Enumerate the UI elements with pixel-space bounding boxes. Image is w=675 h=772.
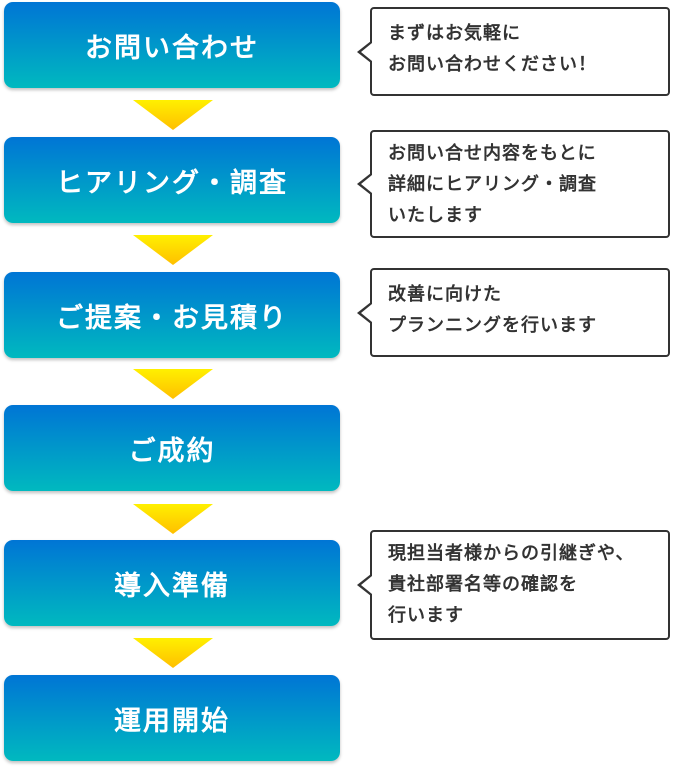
step-operation: 運用開始 bbox=[4, 675, 340, 761]
step-contract: ご成約 bbox=[4, 405, 340, 491]
step-preparation: 導入準備 bbox=[4, 540, 340, 626]
bubble-text: 改善に向けた bbox=[388, 284, 502, 305]
bubble-text: 行います bbox=[388, 605, 464, 626]
arrow-down-icon bbox=[133, 235, 213, 265]
step-inquiry: お問い合わせ bbox=[4, 2, 340, 88]
speech-bubble-hearing: お問い合せ内容をもとに 詳細にヒアリング・調査 いたします bbox=[357, 130, 670, 238]
step-proposal: ご提案・お見積り bbox=[4, 272, 340, 358]
bubble-text: いたします bbox=[388, 205, 483, 226]
speech-bubble-preparation: 現担当者様からの引継ぎや、 貴社部署名等の確認を 行います bbox=[357, 530, 670, 640]
arrow-down-icon bbox=[133, 100, 213, 130]
bubble-text: プランニングを行います bbox=[388, 315, 597, 336]
speech-bubble-inquiry: まずはお気軽に お問い合わせください！ bbox=[357, 7, 670, 96]
bubble-text: まずはお気軽に bbox=[388, 23, 521, 44]
arrow-down-icon bbox=[133, 369, 213, 399]
bubble-text: お問い合わせください！ bbox=[388, 54, 597, 75]
arrow-down-icon bbox=[133, 638, 213, 668]
bubble-text: 詳細にヒアリング・調査 bbox=[388, 174, 597, 195]
arrow-down-icon bbox=[133, 504, 213, 534]
step-hearing: ヒアリング・調査 bbox=[4, 137, 340, 223]
bubble-text: お問い合せ内容をもとに bbox=[388, 143, 597, 164]
bubble-text: 貴社部署名等の確認を bbox=[388, 574, 578, 595]
bubble-text: 現担当者様からの引継ぎや、 bbox=[388, 543, 635, 564]
speech-bubble-proposal: 改善に向けた プランニングを行います bbox=[357, 268, 670, 357]
